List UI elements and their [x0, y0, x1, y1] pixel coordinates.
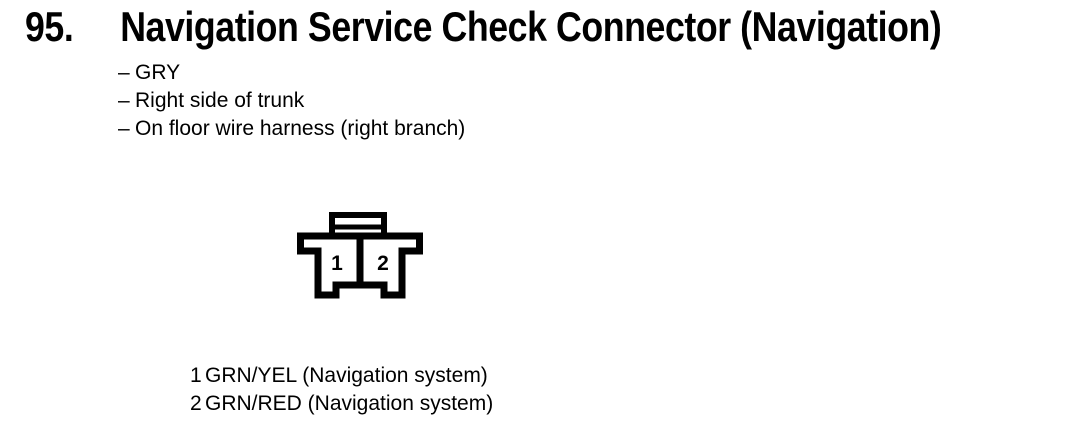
- pin-number: 1: [190, 364, 202, 387]
- section-heading: 95. Navigation Service Check Connector (…: [25, 4, 1072, 50]
- connector-details: –GRY –Right side of trunk –On floor wire…: [118, 59, 465, 143]
- dash: –: [118, 61, 130, 84]
- dash: –: [118, 117, 130, 140]
- detail-text: On floor wire harness (right branch): [135, 117, 466, 140]
- connector-diagram: 1 2: [292, 206, 428, 302]
- cavity-1-number: 1: [331, 252, 343, 275]
- detail-item-location: –Right side of trunk: [118, 87, 465, 115]
- pin-wire-label: GRN/RED (Navigation system): [205, 392, 494, 415]
- detail-item-color: –GRY: [118, 59, 465, 87]
- detail-text: GRY: [135, 61, 181, 84]
- pin-row: 1 GRN/YEL (Navigation system): [190, 362, 493, 390]
- section-number: 95.: [25, 3, 74, 50]
- pin-row: 2 GRN/RED (Navigation system): [190, 390, 493, 418]
- pin-number: 2: [190, 392, 202, 415]
- page-title: Navigation Service Check Connector (Navi…: [120, 3, 942, 50]
- dash: –: [118, 89, 130, 112]
- detail-item-harness: –On floor wire harness (right branch): [118, 115, 465, 143]
- connector-drawing: 1 2: [297, 212, 423, 299]
- detail-text: Right side of trunk: [135, 89, 305, 112]
- pin-list: 1 GRN/YEL (Navigation system) 2 GRN/RED …: [190, 362, 493, 418]
- pin-wire-label: GRN/YEL (Navigation system): [205, 364, 488, 387]
- cavity-2-number: 2: [377, 252, 389, 275]
